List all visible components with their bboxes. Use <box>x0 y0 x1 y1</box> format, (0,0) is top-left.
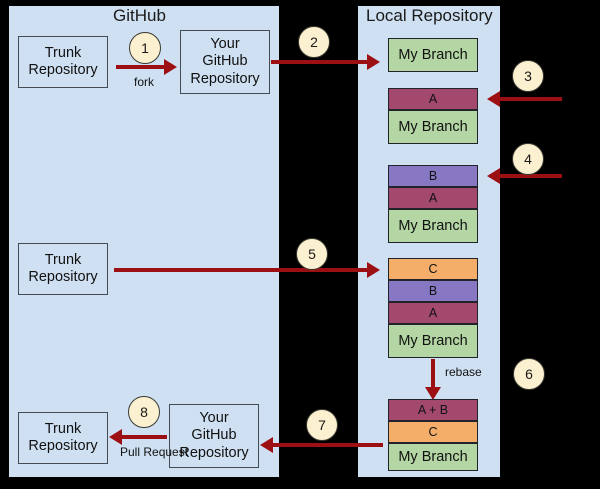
step-marker-5: 5 <box>296 238 328 270</box>
rebase-arrow-head-icon <box>425 387 441 400</box>
local-repository-panel-title: Local Repository <box>366 6 493 25</box>
step-marker-3-number: 3 <box>524 68 532 84</box>
step-marker-4: 4 <box>512 143 544 175</box>
stack-3-commit-a-label: A <box>428 191 438 205</box>
trunk-repository-middle: Trunk Repository <box>18 243 108 295</box>
trunk-repository-top-line2: Repository <box>28 62 98 78</box>
trunk-repository-bottom-line1: Trunk <box>44 420 82 437</box>
step-marker-8-number: 8 <box>140 404 148 420</box>
stack-4-commit-b: B <box>388 280 478 302</box>
stack-3-commit-b-label: B <box>428 169 438 183</box>
pull-request-label-line1: Pull <box>120 445 141 459</box>
your-github-repository-bottom-line1: Your <box>199 410 229 427</box>
step-5-arrow-head-icon <box>367 262 380 278</box>
stack-5-commit-a-plus-b: A + B <box>388 399 478 421</box>
pull-request-arrow-line <box>122 435 167 439</box>
stack-5-commit-c-label: C <box>428 425 438 439</box>
stack-1-commit-my-branch-label: My Branch <box>398 47 468 63</box>
step-marker-5-number: 5 <box>308 246 316 262</box>
rebase-label: rebase <box>445 365 482 379</box>
stack-1-commit-my-branch: My Branch <box>388 38 478 72</box>
your-github-repository-bottom: Your GitHub Repository <box>169 404 259 468</box>
your-github-repository-top: Your GitHub Repository <box>180 30 270 94</box>
stack-2-commit-a-label: A <box>428 92 438 106</box>
step-marker-7-number: 7 <box>318 417 326 433</box>
trunk-repository-top-line1: Trunk <box>44 44 82 61</box>
your-github-repository-top-line1: Your <box>210 36 240 53</box>
step-marker-3: 3 <box>512 60 544 92</box>
trunk-repository-middle-line2: Repository <box>28 269 98 285</box>
step-4-arrow-head-icon <box>487 168 500 184</box>
your-github-repository-bottom-line3: Repository <box>179 444 249 461</box>
pull-request-arrow-head-icon <box>109 429 122 445</box>
stack-4-commit-b-label: B <box>428 284 438 298</box>
stack-4-commit-a: A <box>388 302 478 324</box>
pull-request-label-line2: Request <box>143 445 189 459</box>
trunk-repository-bottom: Trunk Repository <box>18 412 108 464</box>
rebase-arrow-line <box>431 359 435 387</box>
stack-4-commit-c-label: C <box>428 262 438 276</box>
step-2-arrow-head-icon <box>367 54 380 70</box>
trunk-repository-top: Trunk Repository <box>18 36 108 88</box>
stack-4-commit-c: C <box>388 258 478 280</box>
trunk-repository-bottom-line2: Repository <box>28 438 98 454</box>
fork-arrow-head-icon <box>164 59 177 75</box>
step-marker-1-number: 1 <box>141 40 149 56</box>
stack-4-commit-my-branch-label: My Branch <box>398 333 468 349</box>
step-5-arrow-line <box>114 268 367 272</box>
step-3-arrow-head-icon <box>487 91 500 107</box>
your-github-repository-top-line2: GitHub <box>202 53 248 70</box>
step-2-arrow-line <box>271 60 367 64</box>
stack-4-commit-my-branch: My Branch <box>388 324 478 358</box>
step-marker-4-number: 4 <box>524 151 532 167</box>
step-marker-2: 2 <box>298 26 330 58</box>
github-panel-title: GitHub <box>113 6 166 25</box>
step-marker-1: 1 <box>129 32 161 64</box>
step-marker-2-number: 2 <box>310 34 318 50</box>
stack-5-commit-c: C <box>388 421 478 443</box>
step-3-arrow-line <box>500 97 562 101</box>
step-7-arrow-head-icon <box>260 437 273 453</box>
your-github-repository-bottom-line2: GitHub <box>191 427 237 444</box>
stack-5-commit-a-plus-b-label: A + B <box>417 403 449 417</box>
fork-arrow-line <box>116 65 164 69</box>
stack-4-commit-a-label: A <box>428 306 438 320</box>
trunk-repository-middle-line1: Trunk <box>44 251 82 268</box>
stack-3-commit-my-branch-label: My Branch <box>398 218 468 234</box>
stack-2-commit-my-branch: My Branch <box>388 110 478 144</box>
stack-5-commit-my-branch: My Branch <box>388 443 478 471</box>
your-github-repository-top-line3: Repository <box>190 70 260 87</box>
stack-2-commit-my-branch-label: My Branch <box>398 119 468 135</box>
step-marker-8: 8 <box>128 396 160 428</box>
step-marker-6-number: 6 <box>525 366 533 382</box>
stack-3-commit-my-branch: My Branch <box>388 209 478 243</box>
stack-3-commit-a: A <box>388 187 478 209</box>
stack-3-commit-b: B <box>388 165 478 187</box>
pull-request-label: Pull Request <box>120 445 188 460</box>
step-marker-7: 7 <box>306 409 338 441</box>
step-7-arrow-line <box>273 443 383 447</box>
fork-label: fork <box>133 75 154 89</box>
stack-5-commit-my-branch-label: My Branch <box>398 449 468 465</box>
step-marker-6: 6 <box>513 358 545 390</box>
step-4-arrow-line <box>500 174 562 178</box>
stack-2-commit-a: A <box>388 88 478 110</box>
